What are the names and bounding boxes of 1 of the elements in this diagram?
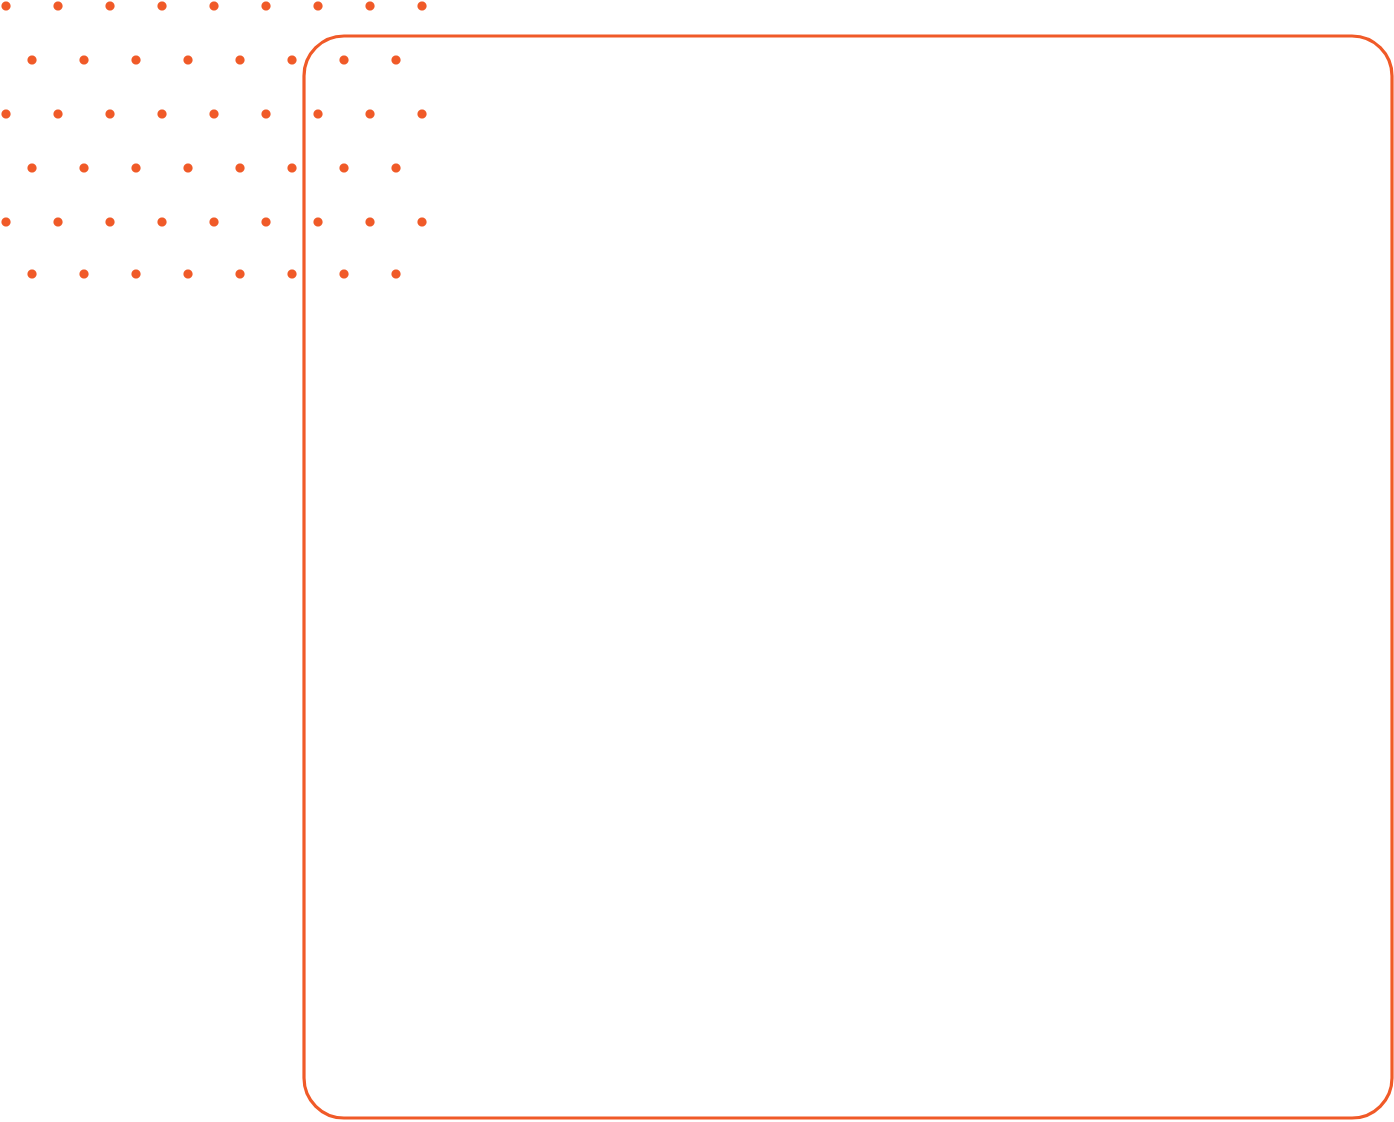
rounded-frame bbox=[302, 34, 1394, 1120]
